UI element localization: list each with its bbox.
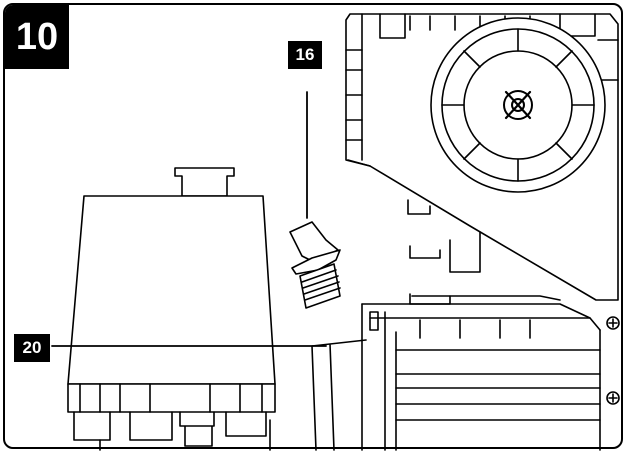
callout-label-16: 16 — [288, 41, 322, 69]
wheel — [430, 17, 606, 193]
fill-cap-part — [289, 221, 341, 309]
reservoir-tank — [67, 167, 276, 451]
callout-label-20: 20 — [14, 334, 50, 362]
machine-base — [311, 199, 620, 451]
step-number-badge: 10 — [5, 5, 69, 69]
